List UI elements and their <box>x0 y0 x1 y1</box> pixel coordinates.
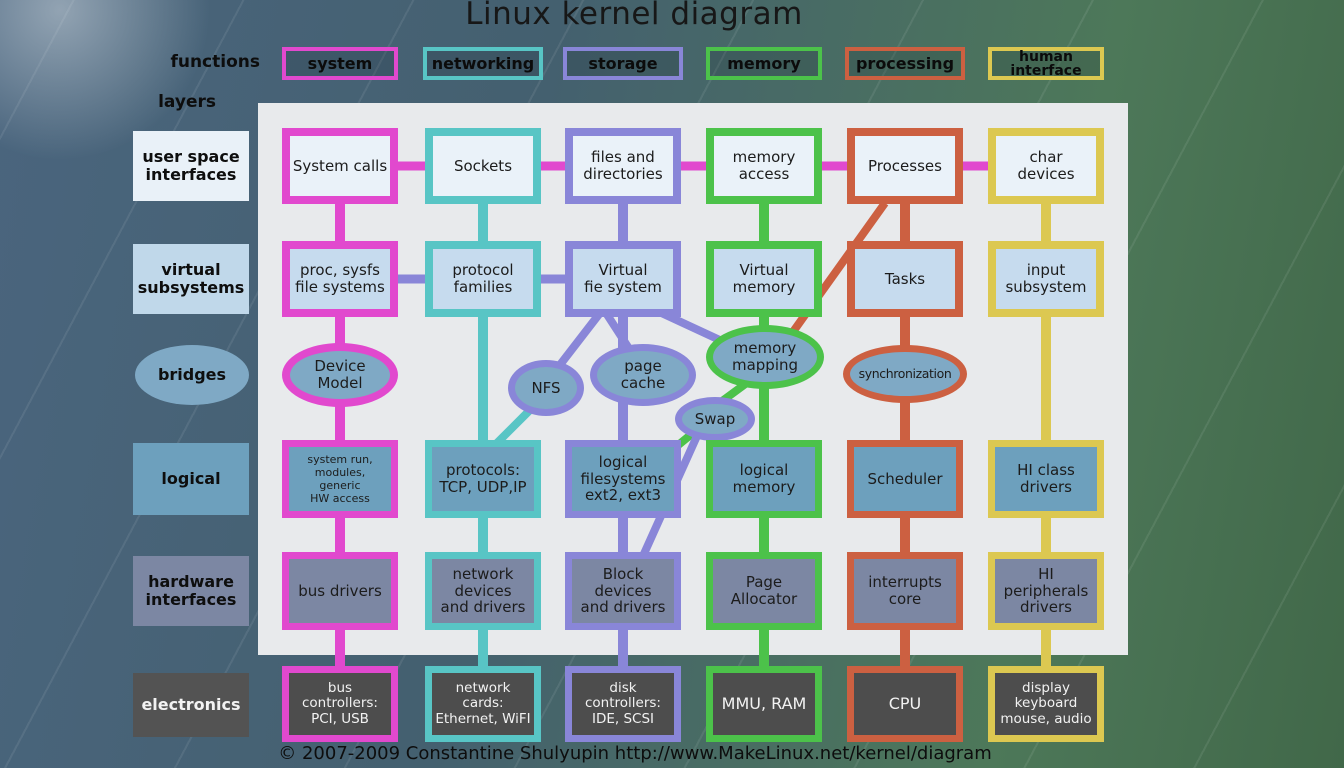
node-hi-class-drivers: HI class drivers <box>988 440 1104 518</box>
node-virtual-file-system: Virtual fie system <box>565 241 681 317</box>
node-display-keyboard-mouse-audio: display keyboard mouse, audio <box>988 666 1104 742</box>
node-input-subsystem: input subsystem <box>988 241 1104 317</box>
node-protocol-families: protocol families <box>425 241 541 317</box>
node-memory-mapping: memory mapping <box>706 325 824 389</box>
node-interrupts-core: interrupts core <box>847 552 963 630</box>
node-system-run-modules: system run, modules, generic HW access <box>282 440 398 518</box>
node-mmu-ram: MMU, RAM <box>706 666 822 742</box>
node-hi-peripherals-drivers: HI peripherals drivers <box>988 552 1104 630</box>
node-logical-filesystems: logical filesystems ext2, ext3 <box>565 440 681 518</box>
node-sockets: Sockets <box>425 128 541 204</box>
node-block-devices-drivers: Block devices and drivers <box>565 552 681 630</box>
node-bus-controllers: bus controllers: PCI, USB <box>282 666 398 742</box>
layer-label-hardware-interfaces: hardware interfaces <box>133 556 249 626</box>
node-char-devices: char devices <box>988 128 1104 204</box>
node-page-cache: page cache <box>590 344 696 406</box>
copyright-line: © 2007-2009 Constantine Shulyupin http:/… <box>278 743 992 764</box>
node-page-allocator: Page Allocator <box>706 552 822 630</box>
function-tag-networking: networking <box>423 47 543 80</box>
node-bus-drivers: bus drivers <box>282 552 398 630</box>
node-nfs: NFS <box>508 360 584 416</box>
node-synchronization: synchronization <box>843 345 967 403</box>
node-virtual-memory: Virtual memory <box>706 241 822 317</box>
node-swap: Swap <box>675 397 755 441</box>
layer-label-logical: logical <box>133 443 249 515</box>
node-cpu: CPU <box>847 666 963 742</box>
node-tasks: Tasks <box>847 241 963 317</box>
node-protocols-tcp-udp-ip: protocols: TCP, UDP,IP <box>425 440 541 518</box>
node-proc-sysfs-file-systems: proc, sysfs file systems <box>282 241 398 317</box>
function-tag-processing: processing <box>845 47 965 80</box>
functions-axis-label: functions <box>170 52 260 72</box>
node-network-devices-drivers: network devices and drivers <box>425 552 541 630</box>
node-processes: Processes <box>847 128 963 204</box>
node-network-cards: network cards: Ethernet, WiFI <box>425 666 541 742</box>
node-memory-access: memory access <box>706 128 822 204</box>
node-system-calls: System calls <box>282 128 398 204</box>
page-title: Linux kernel diagram <box>465 0 803 32</box>
layer-label-user-space-interfaces: user space interfaces <box>133 131 249 201</box>
function-tag-storage: storage <box>563 47 683 80</box>
node-logical-memory: logical memory <box>706 440 822 518</box>
layers-axis-label: layers <box>158 92 216 112</box>
layer-label-bridges: bridges <box>135 345 249 405</box>
layer-label-electronics: electronics <box>133 673 249 737</box>
function-tag-human-interface: human interface <box>988 47 1104 80</box>
node-files-and-directories: files and directories <box>565 128 681 204</box>
node-device-model: Device Model <box>282 343 398 407</box>
function-tag-system: system <box>282 47 398 80</box>
node-scheduler: Scheduler <box>847 440 963 518</box>
function-tag-memory: memory <box>706 47 822 80</box>
layer-label-virtual-subsystems: virtual subsystems <box>133 244 249 314</box>
node-disk-controllers: disk controllers: IDE, SCSI <box>565 666 681 742</box>
